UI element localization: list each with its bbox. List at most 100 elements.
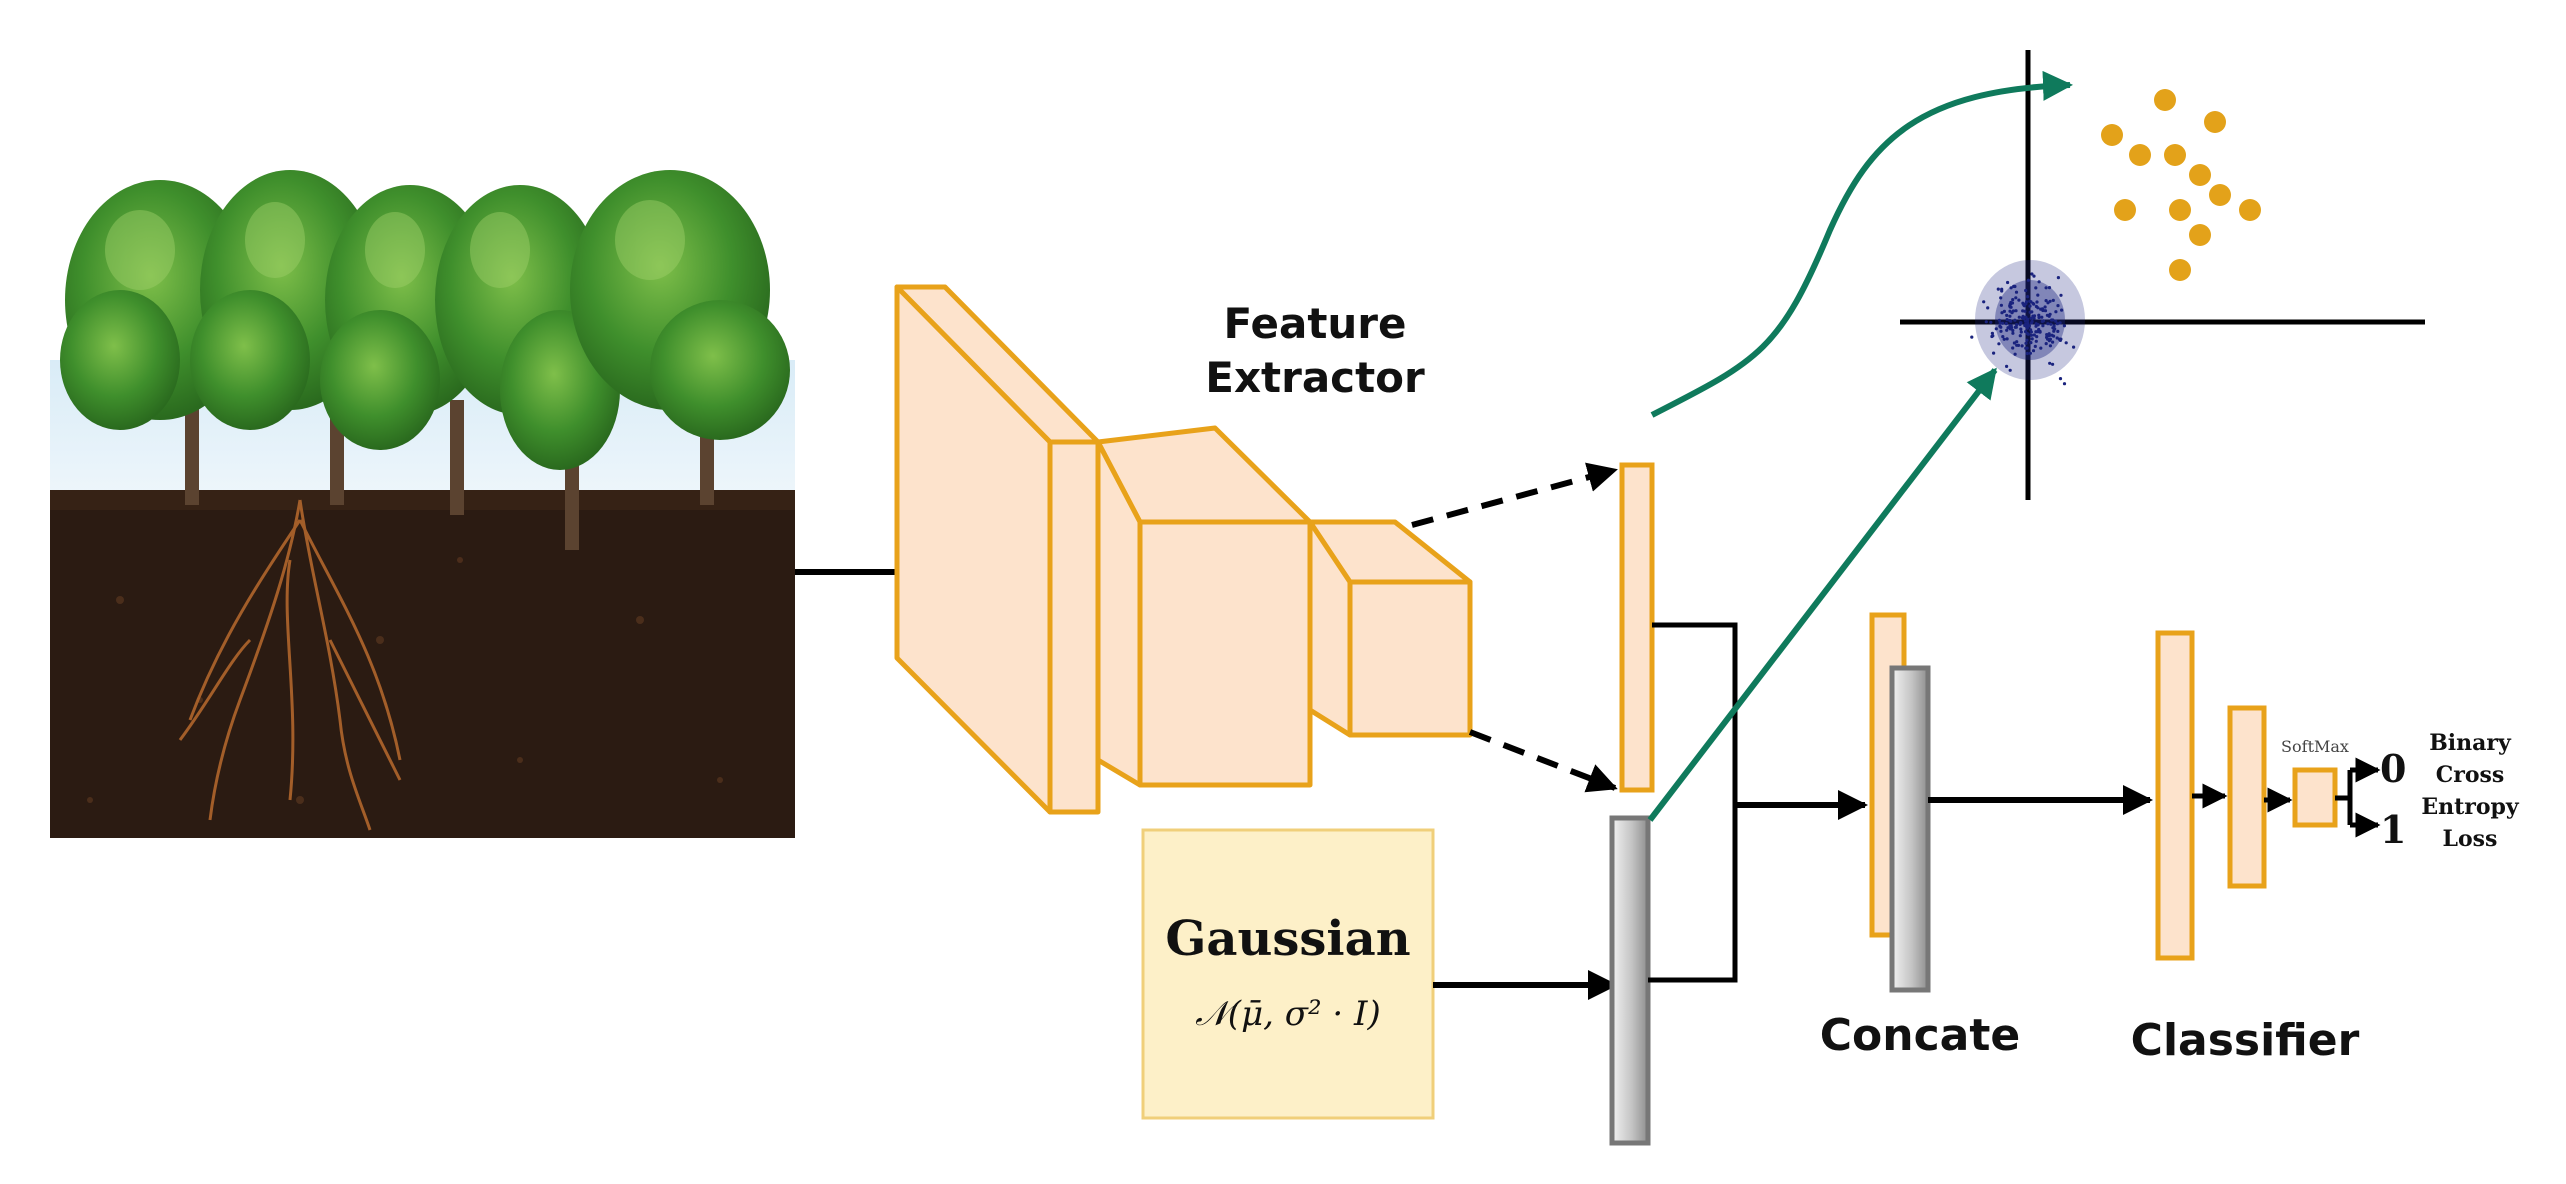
noise-dot <box>2032 274 2036 278</box>
noise-dot <box>1998 321 2002 325</box>
noise-dot <box>2051 362 2055 366</box>
noise-dot <box>2005 313 2009 317</box>
noise-dot <box>1990 331 1994 335</box>
feature-vector-bar <box>1619 462 1655 793</box>
gaussian-title: Gaussian <box>1165 911 1410 967</box>
noise-dot <box>2000 311 2004 315</box>
noise-dot <box>2005 364 2009 368</box>
noise-dot <box>2036 293 2040 297</box>
noise-dot <box>2024 330 2028 334</box>
noise-dot <box>2011 346 2015 350</box>
noise-dot <box>2011 328 2015 333</box>
loss-label-line2: Cross <box>2436 762 2505 788</box>
feature-extractor-block-3 <box>1307 519 1473 738</box>
noise-dot <box>2009 286 2013 290</box>
noise-dot <box>2048 361 2052 365</box>
noise-dot <box>2055 336 2059 340</box>
noise-dot <box>2023 323 2027 328</box>
noise-dot <box>2028 299 2032 303</box>
noise-dot <box>2051 318 2055 322</box>
noise-dot <box>2037 280 2041 284</box>
noise-dot <box>2029 333 2034 337</box>
noise-dot <box>2056 304 2060 308</box>
noise-dot <box>2059 337 2063 341</box>
noise-dot <box>2024 288 2028 293</box>
noise-dot <box>2026 324 2030 328</box>
noise-dot <box>2037 313 2041 317</box>
noise-dot <box>2028 304 2032 308</box>
noise-dot <box>2035 300 2039 304</box>
noise-dot <box>1984 320 1988 324</box>
softmax-layer <box>2292 767 2338 828</box>
noise-dot <box>2039 346 2043 350</box>
concat-gray-bar <box>1889 665 1931 993</box>
noise-dot <box>2048 312 2052 316</box>
noise-dot <box>2045 313 2049 317</box>
noise-dot <box>2044 286 2048 290</box>
noise-dot <box>2018 334 2022 338</box>
noise-dot <box>2030 319 2034 324</box>
noise-dot <box>2002 337 2006 341</box>
noise-dot <box>2008 318 2012 323</box>
noise-dot <box>2025 351 2029 356</box>
merge-line-top <box>1652 622 1738 805</box>
noise-dot <box>2058 377 2063 381</box>
noise-dot <box>2040 319 2044 323</box>
noise-dot <box>2001 335 2005 339</box>
noise-dot <box>2001 321 2005 325</box>
noise-dot <box>2014 290 2019 294</box>
noise-dot <box>2062 382 2067 386</box>
noise-dot <box>2019 330 2023 334</box>
noise-dot <box>2010 301 2015 305</box>
noise-dot <box>2024 346 2028 350</box>
noise-dot <box>2024 341 2028 345</box>
noise-dot <box>1970 335 1974 339</box>
noise-dot <box>2026 321 2030 326</box>
noise-dot <box>2058 321 2062 325</box>
noise-dot <box>2019 321 2023 325</box>
noise-dot <box>2008 314 2012 318</box>
gaussian-noise-cloud <box>1970 260 2085 386</box>
noise-dot <box>2015 323 2019 327</box>
noise-dot <box>2054 310 2058 314</box>
noise-dot <box>2041 308 2045 313</box>
noise-dot <box>1999 329 2003 333</box>
noise-dot <box>2009 326 2014 330</box>
loss-label-line4: Loss <box>2443 826 2498 852</box>
noise-dot <box>2004 322 2008 326</box>
mapping-curve-bottom <box>1647 367 1998 822</box>
noise-dot <box>2046 322 2050 326</box>
noise-dot <box>2033 344 2037 348</box>
noise-dot <box>2050 333 2054 337</box>
noise-dot <box>2013 318 2017 322</box>
noise-dot <box>2055 322 2059 326</box>
noise-dot <box>1997 318 2001 322</box>
noise-dot <box>2029 330 2033 334</box>
noise-dot <box>2011 331 2015 335</box>
classifier-label: Classifier <box>2131 1015 2360 1066</box>
noise-dot <box>2005 337 2009 341</box>
noise-dot <box>1992 351 1996 355</box>
noise-dot <box>1989 320 1993 324</box>
noise-dot <box>2049 322 2053 326</box>
concate-label: Concate <box>1820 1010 2021 1061</box>
noise-dot <box>2036 306 2040 310</box>
real-feature-cluster <box>2101 89 2261 281</box>
noise-dot <box>2043 305 2047 309</box>
softmax-label: SoftMax <box>2281 737 2349 756</box>
noise-dot <box>2047 332 2051 336</box>
noise-dot <box>2022 317 2026 321</box>
noise-dot <box>2015 340 2019 344</box>
noise-dot <box>2064 341 2068 345</box>
feature-extractor-label-line2: Extractor <box>1205 353 1425 402</box>
dashed-arrow-bottom <box>1468 729 1618 793</box>
noise-dot <box>2044 342 2048 346</box>
noise-dot <box>2048 344 2052 348</box>
noise-dot <box>1999 296 2003 300</box>
noise-dot <box>1999 303 2003 307</box>
noise-dot <box>2028 351 2032 355</box>
noise-dot <box>1997 342 2001 346</box>
noise-dot <box>2002 309 2006 313</box>
gaussian-formula: 𝒩(μ̄, σ² · I) <box>1195 994 1381 1034</box>
